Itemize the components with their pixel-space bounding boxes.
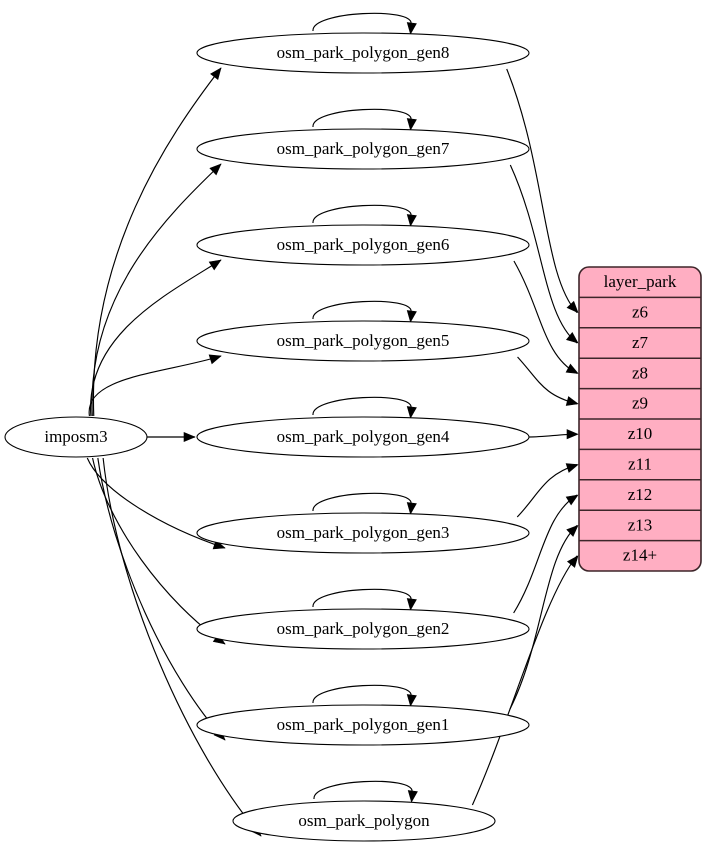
edge-imposm3-to-gen5 [88, 355, 222, 417]
self-loop-gen8 [312, 12, 412, 32]
self-loop-base [313, 780, 413, 800]
node-gen5-label: osm_park_polygon_gen5 [277, 331, 450, 350]
edge-gen2-to-z12 [513, 494, 578, 614]
self-loop-arrowhead-gen8 [406, 22, 417, 35]
edge-gen5-to-z9 [517, 356, 578, 405]
self-loop-gen4 [312, 396, 412, 416]
edge-arrowhead-gen3-z11 [565, 463, 579, 473]
node-base-label: osm_park_polygon [298, 811, 430, 830]
self-loop-arrowhead-gen2 [406, 598, 417, 611]
node-gen4-shape[interactable] [196, 416, 530, 458]
layer-park-row-z8[interactable]: z8 [632, 363, 648, 382]
node-gen1-label: osm_park_polygon_gen1 [277, 715, 450, 734]
self-loop-arrowhead-gen4 [406, 406, 417, 419]
layer-park-row-z10[interactable]: z10 [628, 424, 653, 443]
edge-arrowhead-imposm3-gen5 [208, 354, 222, 365]
layer-park-row-z7[interactable]: z7 [632, 333, 649, 352]
node-gen6-shape[interactable] [196, 224, 530, 266]
self-loop-arrowhead-gen7 [406, 118, 417, 131]
edge-arrowhead-gen4-z10 [566, 429, 579, 440]
edge-arrowhead-gen1-z13 [566, 524, 579, 537]
edge-gen3-to-z11 [516, 464, 578, 518]
edge-gen6-to-z8 [513, 260, 578, 374]
edge-arrowhead-imposm3-gen4 [183, 431, 196, 443]
edge-arrowhead-gen5-z9 [565, 396, 579, 406]
edge-arrowhead-gen2-z12 [565, 494, 579, 506]
node-imposm3-label: imposm3 [44, 427, 107, 446]
node-gen2-shape[interactable] [196, 608, 530, 650]
edge-arrowhead-gen7-z7 [565, 331, 579, 344]
edge-imposm3-to-gen3 [86, 457, 226, 549]
node-group: imposm3 osm_park_polygon_gen8 osm_park_pol… [4, 32, 530, 842]
edge-gen7-to-z7 [509, 164, 578, 344]
node-gen6-label: osm_park_polygon_gen6 [277, 235, 450, 254]
edge-gen8-to-z6 [506, 68, 578, 313]
self-loop-arrowhead-gen1 [406, 694, 417, 707]
self-loop-gen2 [312, 588, 412, 608]
layer-park-row-z13[interactable]: z13 [628, 515, 653, 534]
node-imposm3-shape[interactable] [4, 416, 148, 458]
self-loop-arrowhead-gen3 [406, 502, 417, 515]
layer-park-row-z14+[interactable]: z14+ [623, 546, 657, 565]
edge-imposm3-to-base [102, 457, 262, 837]
self-loop-gen7 [312, 108, 412, 128]
edge-gen1-to-z13 [509, 524, 578, 710]
layer-park-row-z11[interactable]: z11 [628, 455, 652, 474]
edge-arrowhead-gen6-z8 [565, 363, 579, 374]
edges-to-layer-park [471, 68, 579, 806]
node-gen8-shape[interactable] [196, 32, 530, 74]
layer-park-record[interactable]: layer_park z6 z7 z8 z9 z10 z11 z12 z13 z14+ [578, 266, 702, 572]
self-loop-gen6 [312, 204, 412, 224]
node-gen7-label: osm_park_polygon_gen7 [277, 139, 450, 158]
self-loop-gen1 [312, 684, 412, 704]
edge-arrowhead-base-z14+ [566, 555, 579, 568]
edge-arrowhead-imposm3-gen7 [209, 163, 222, 176]
layer-park-header-label: layer_park [604, 272, 677, 291]
edge-imposm3-to-gen1 [97, 457, 226, 741]
node-gen4-label: osm_park_polygon_gen4 [277, 427, 450, 446]
self-loop-arrowhead-base [407, 790, 418, 803]
self-loop-edges [312, 12, 418, 803]
edges-from-imposm3 [86, 67, 262, 837]
node-gen7-shape[interactable] [196, 128, 530, 170]
edge-arrowhead-imposm3-gen6 [208, 259, 222, 271]
edge-base-to-z14+ [471, 555, 578, 806]
node-base-shape[interactable] [232, 800, 496, 842]
edge-imposm3-to-gen6 [90, 259, 222, 417]
node-gen3-label: osm_park_polygon_gen3 [277, 523, 450, 542]
self-loop-gen5 [312, 300, 412, 320]
edge-imposm3-to-gen2 [91, 457, 226, 645]
self-loop-arrowhead-gen6 [406, 214, 417, 227]
edge-arrowhead-gen8-z6 [566, 300, 579, 314]
edge-imposm3-to-gen7 [91, 163, 222, 417]
edge-arrowhead-imposm3-gen8 [210, 67, 222, 81]
layer-park-row-z9[interactable]: z9 [632, 394, 648, 413]
node-gen5-shape[interactable] [196, 320, 530, 362]
node-gen3-shape[interactable] [196, 512, 530, 554]
self-loop-arrowhead-gen5 [406, 310, 417, 323]
edge-imposm3-to-gen8 [92, 67, 222, 417]
self-loop-gen3 [312, 492, 412, 512]
node-gen8-label: osm_park_polygon_gen8 [277, 43, 450, 62]
layer-park-row-z6[interactable]: z6 [632, 303, 648, 322]
node-gen1-shape[interactable] [196, 704, 530, 746]
layer-park-row-z12[interactable]: z12 [628, 485, 653, 504]
node-gen2-label: osm_park_polygon_gen2 [277, 619, 450, 638]
